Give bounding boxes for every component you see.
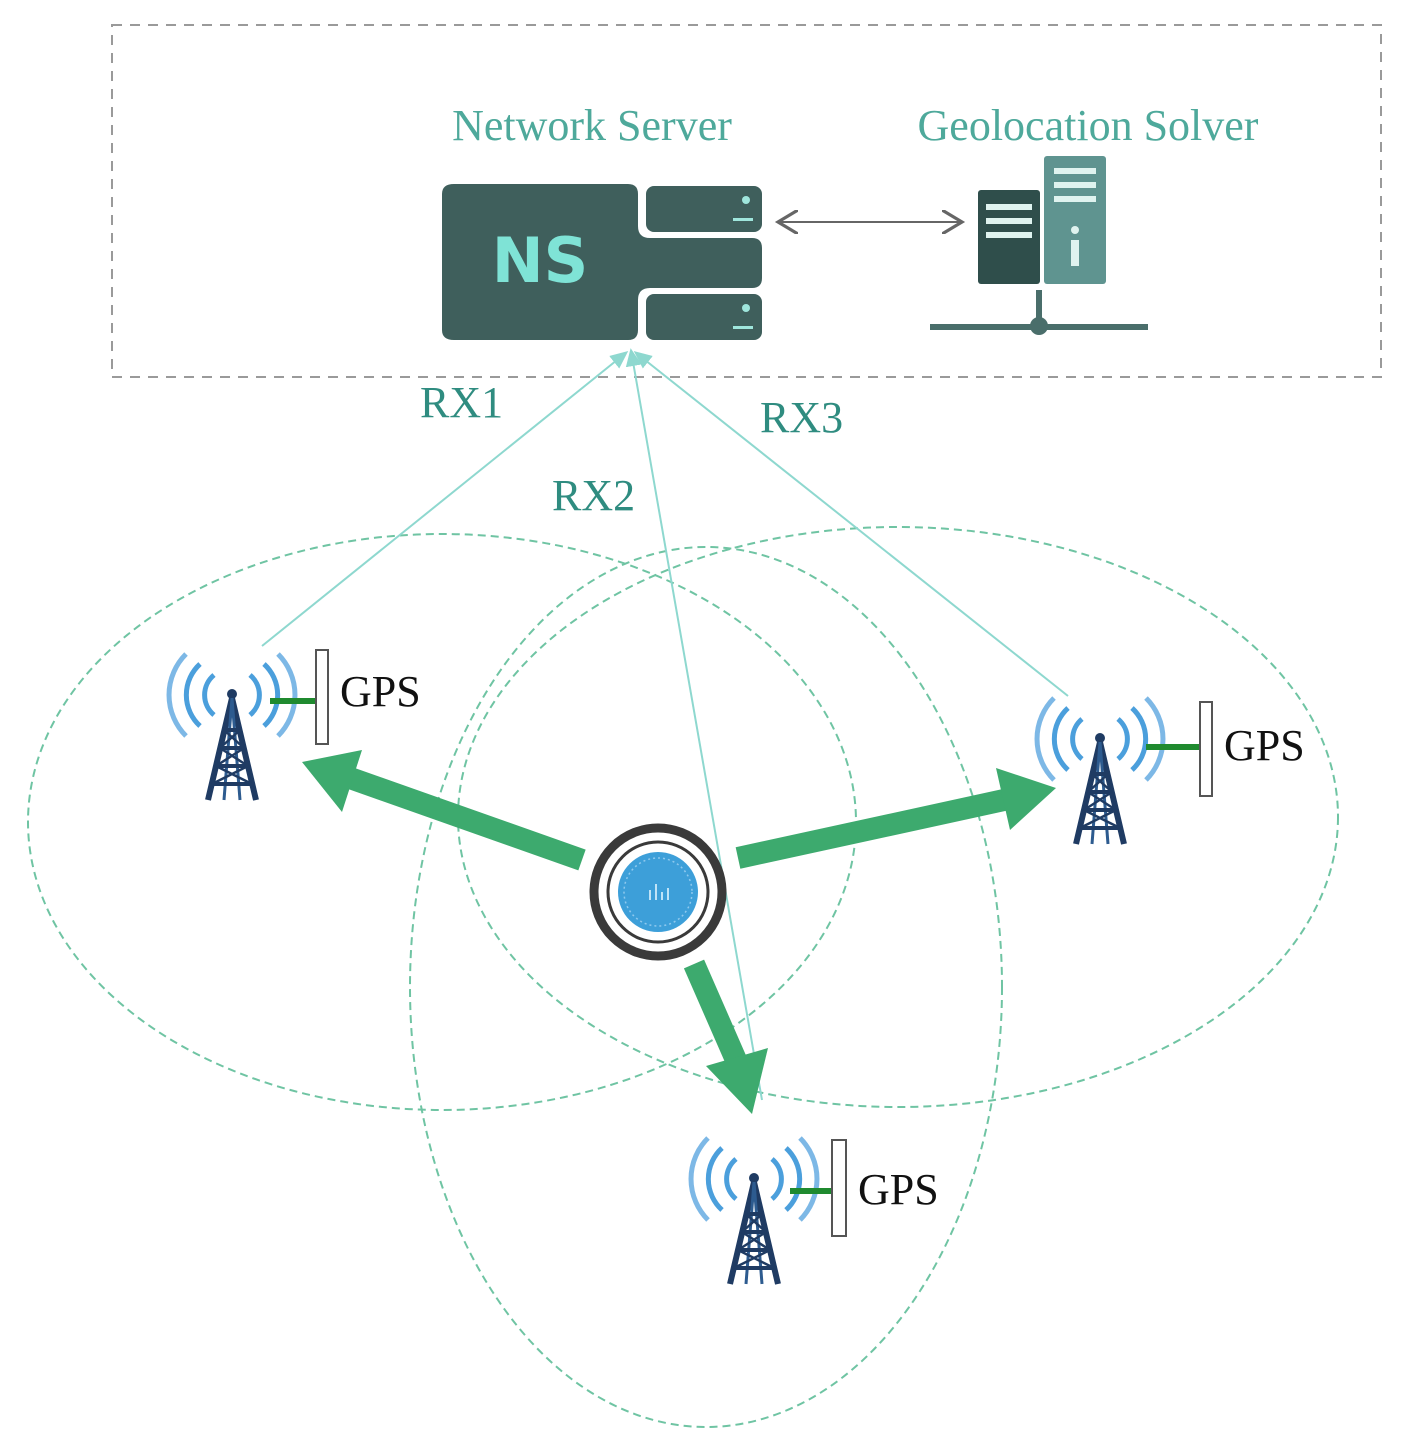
server-area-boundary [111, 24, 1382, 378]
gps-label-left: GPS [340, 667, 421, 716]
rx-links [261, 348, 1069, 1101]
network-server-icon: NS [442, 184, 762, 340]
cell-tower-left: GPS [169, 649, 421, 800]
cell-tower-bottom: GPS [691, 1138, 939, 1284]
gps-antenna-icon [315, 649, 329, 745]
ns-label: NS [492, 224, 589, 297]
rx1-label: RX1 [420, 378, 503, 427]
coverage-area-bottom [409, 546, 1003, 1428]
cell-tower-icon [1037, 698, 1163, 844]
rx3-link [633, 351, 1069, 697]
rx1-link [261, 350, 629, 647]
network-server-title: Network Server [452, 101, 732, 150]
rx2-label: RX2 [552, 471, 635, 520]
geolocation-solver-title: Geolocation Solver [918, 101, 1259, 150]
cell-tower-icon [691, 1138, 817, 1284]
gps-label-bottom: GPS [858, 1165, 939, 1214]
gps-antenna-icon [831, 1139, 847, 1237]
gps-label-right: GPS [1224, 721, 1305, 770]
rx3-label: RX3 [760, 393, 843, 442]
signal-arrow-left [346, 767, 586, 871]
signal-arrow-bottom [683, 959, 747, 1065]
signal-arrow-right [735, 789, 1007, 869]
gps-antenna-icon [1199, 701, 1213, 797]
cell-tower-right: GPS [1037, 698, 1305, 844]
rx2-link [625, 348, 763, 1101]
cell-tower-icon [169, 654, 295, 800]
geolocation-solver-icon [930, 156, 1148, 335]
signal-arrows [302, 750, 1056, 1114]
coverage-areas [27, 526, 1339, 1428]
end-device-icon [589, 823, 727, 961]
